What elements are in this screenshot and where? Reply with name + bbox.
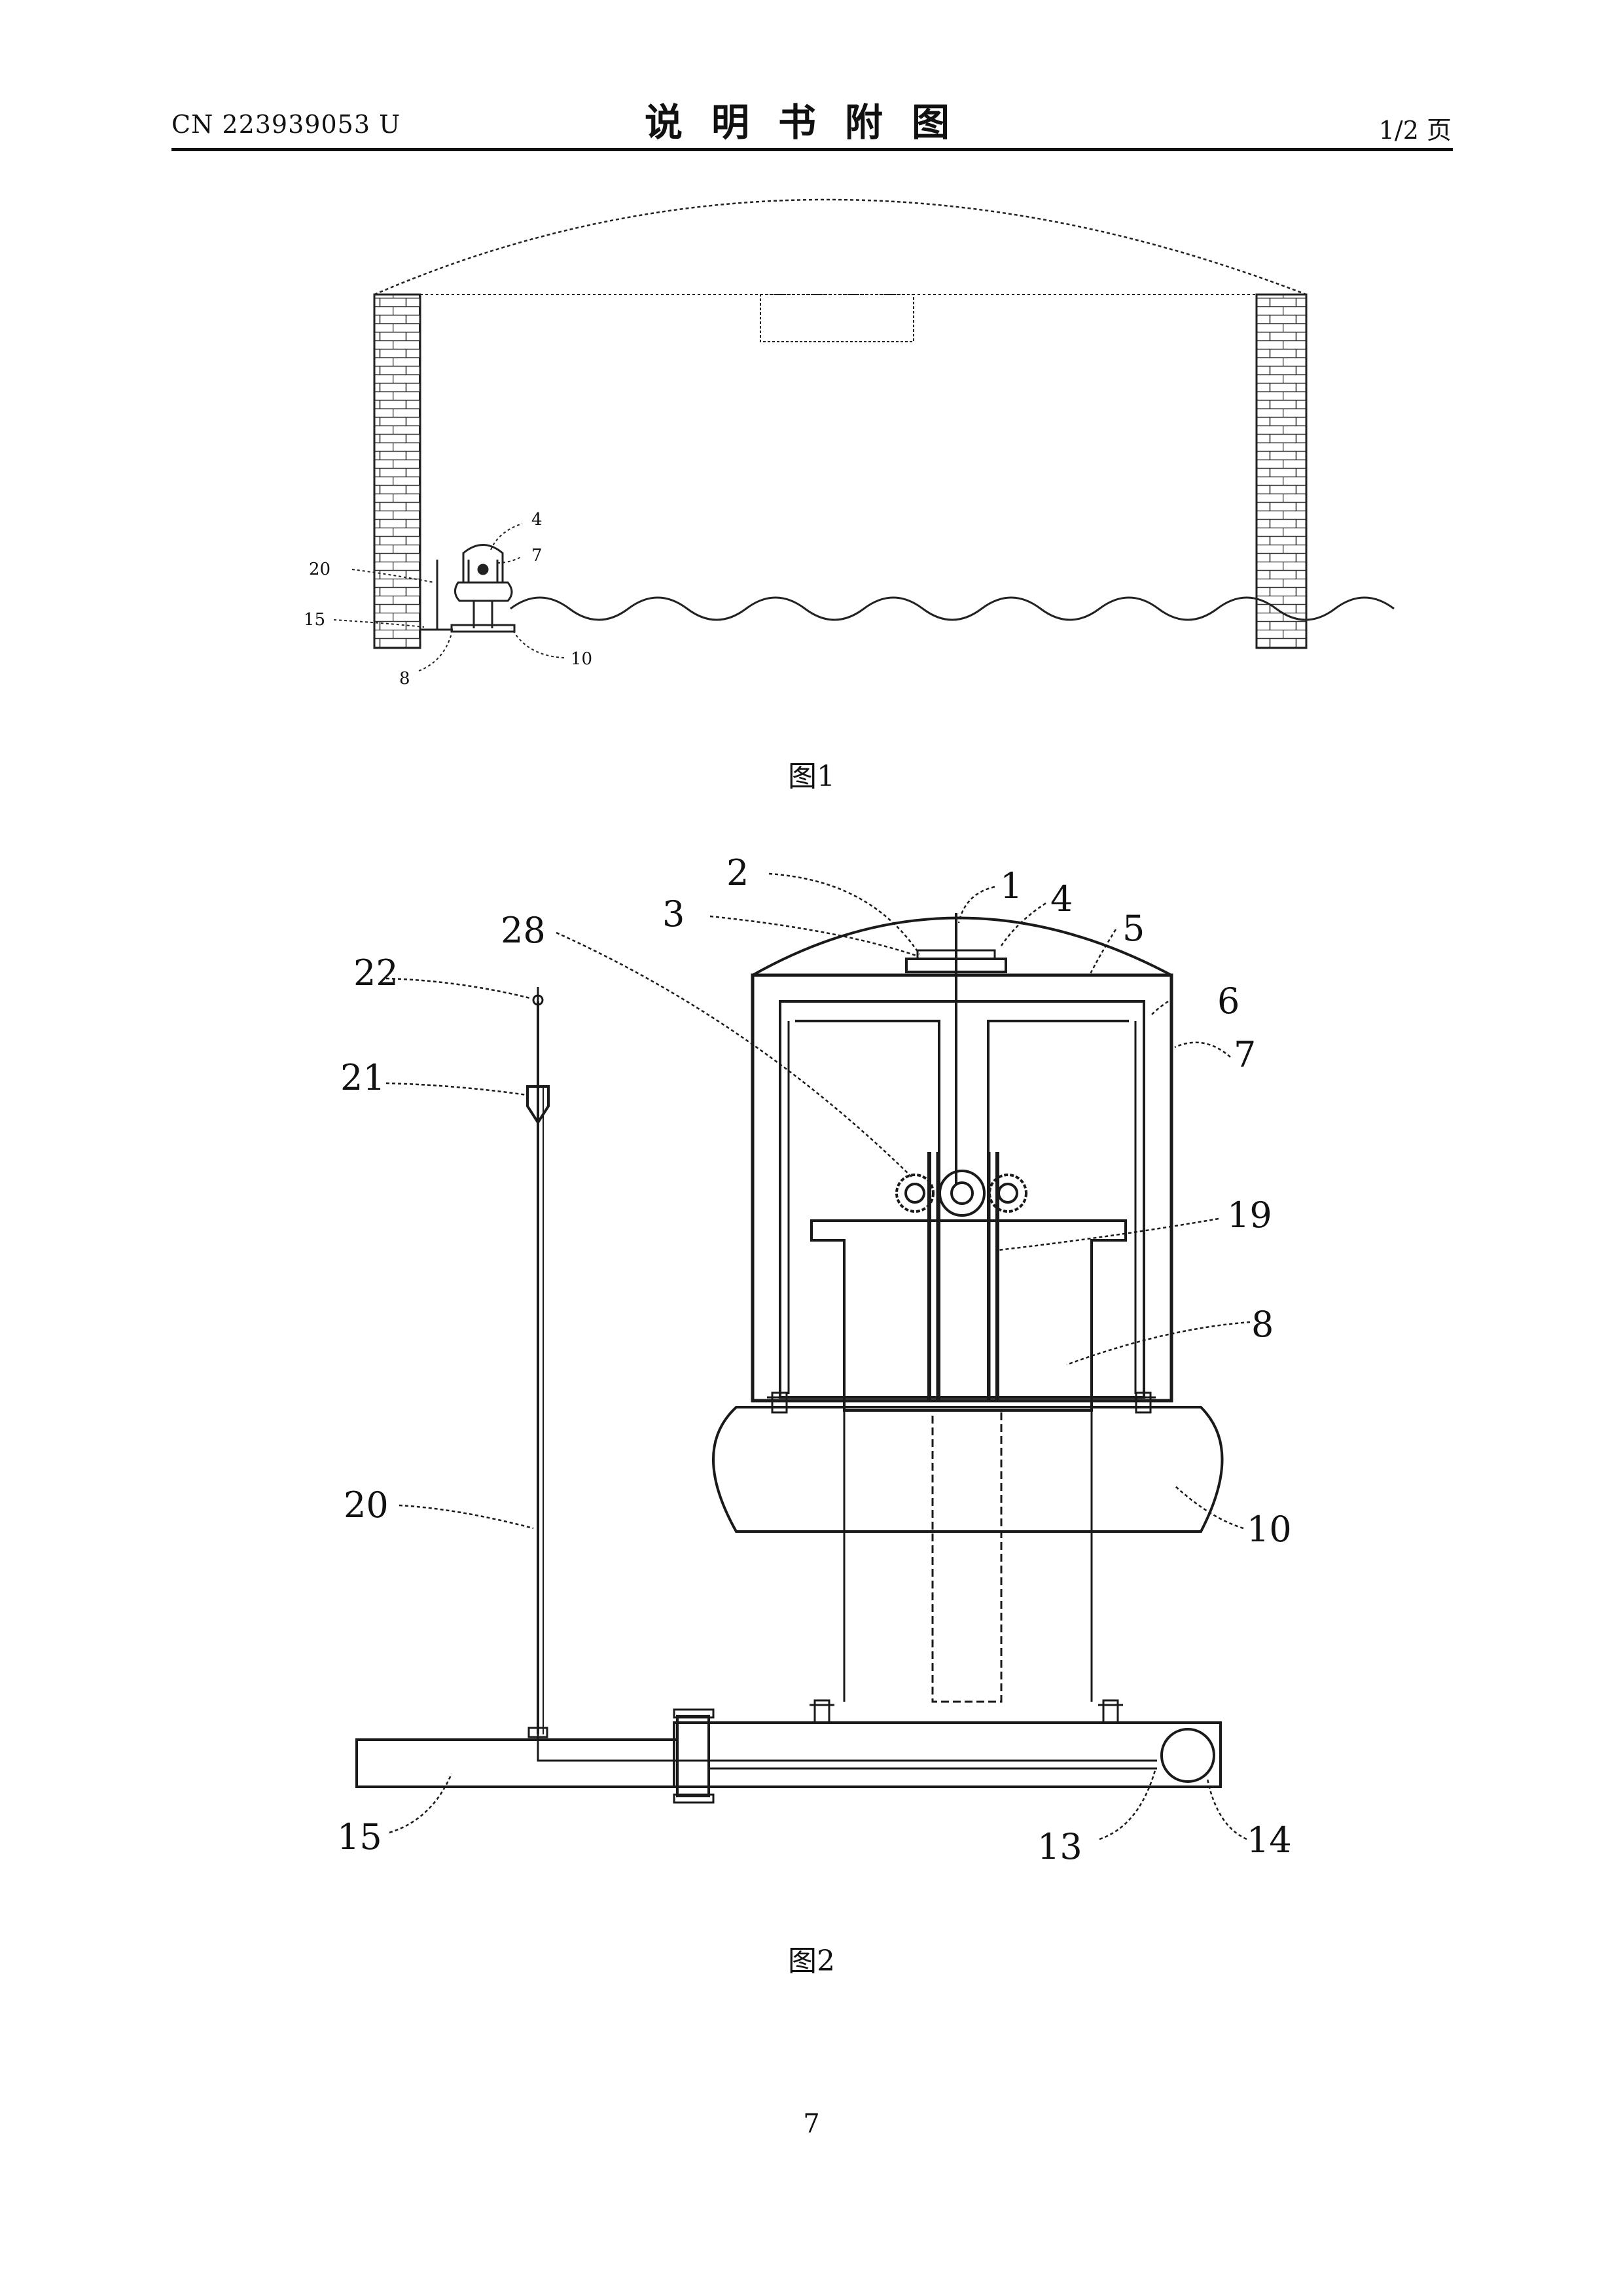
fig2-label-14: 14	[1247, 1820, 1292, 1861]
fig1-roof-arch	[374, 200, 1306, 295]
figure2-caption: 图2	[0, 1937, 1623, 1979]
fig2-label-2: 2	[726, 852, 749, 893]
fig2-label-3: 3	[662, 893, 685, 935]
fig2-base-pipe	[674, 1723, 1221, 1787]
fig2-outer-frame	[753, 975, 1171, 1401]
fig2-label-10: 10	[1247, 1509, 1292, 1550]
fig1-label-8: 8	[399, 669, 410, 689]
figure1-drawing	[334, 200, 1394, 671]
figure1-caption: 图1	[0, 753, 1623, 795]
fig1-label-15: 15	[304, 610, 325, 630]
fig2-label-19: 19	[1227, 1194, 1272, 1236]
page-number: 7	[0, 2109, 1623, 2139]
fig2-dome-cover	[753, 918, 1171, 976]
fig2-label-1: 1	[1000, 865, 1022, 906]
fig2-submerged-guides	[844, 1410, 1092, 1702]
fig2-label-8: 8	[1251, 1304, 1274, 1345]
fig2-buoyancy-ring	[713, 1407, 1222, 1532]
fig2-pump-motor	[1162, 1729, 1214, 1782]
fig2-float-body	[812, 1221, 1126, 1410]
fig2-base-bolts	[810, 1700, 1123, 1723]
fig1-right-wall	[1257, 295, 1306, 648]
fig1-pump-unit	[420, 545, 514, 632]
fig1-label-10: 10	[571, 649, 592, 669]
fig1-leader-lines	[334, 524, 564, 671]
fig2-label-6: 6	[1217, 980, 1240, 1022]
fig2-label-4: 4	[1050, 878, 1073, 920]
fig2-gear-assembly	[897, 1171, 1026, 1215]
fig2-leader-lines	[386, 874, 1250, 1839]
fig2-inner-frame	[780, 1001, 1144, 1397]
fig2-label-5: 5	[1122, 908, 1145, 949]
fig1-left-wall	[374, 295, 420, 648]
figure2-drawing	[357, 874, 1250, 1839]
fig2-label-13: 13	[1037, 1826, 1082, 1867]
fig2-label-20: 20	[344, 1484, 389, 1526]
fig1-label-4: 4	[531, 510, 543, 529]
fig2-label-22: 22	[353, 952, 399, 994]
fig2-label-21: 21	[340, 1057, 385, 1098]
fig2-label-28: 28	[501, 910, 546, 951]
fig2-pipe-flange	[677, 1716, 709, 1796]
fig1-label-7: 7	[531, 546, 543, 565]
fig2-outlet-pipe	[357, 1740, 677, 1787]
fig1-label-20: 20	[309, 560, 330, 579]
fig2-label-15: 15	[337, 1816, 382, 1857]
fig2-label-7: 7	[1234, 1034, 1256, 1075]
fig1-ceiling-box	[760, 295, 914, 342]
